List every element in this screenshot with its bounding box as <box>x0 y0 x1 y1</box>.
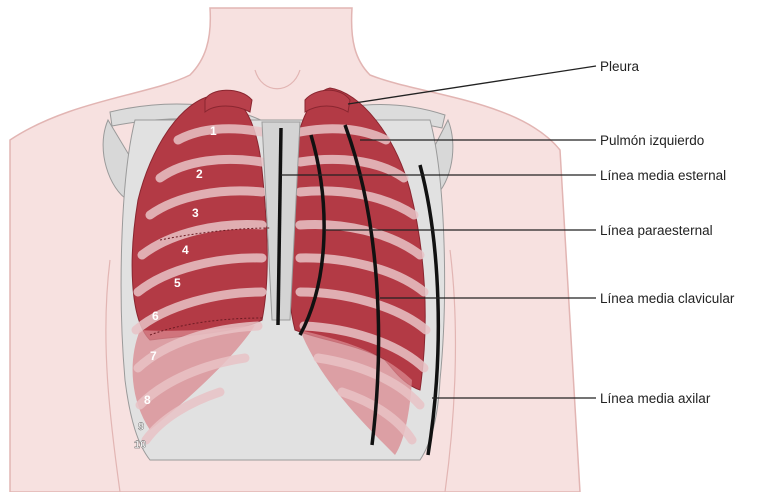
label-parasternal-line: Línea paraesternal <box>600 223 713 238</box>
right-ribs <box>131 124 267 445</box>
right-pleura-apex <box>204 89 253 114</box>
rib-number-1: 1 <box>210 124 217 138</box>
rib-number-5: 5 <box>174 276 181 290</box>
parasternal-line <box>298 134 326 336</box>
rib-number-2: 2 <box>196 167 203 181</box>
rib-number-10: 10 <box>134 439 146 451</box>
label-midaxillary-line: Línea media axilar <box>600 391 711 406</box>
right-fissure <box>149 317 263 336</box>
label-left-lung: Pulmón izquierdo <box>600 133 704 148</box>
rib-number-3: 3 <box>192 206 199 220</box>
midclavicular-line <box>343 124 381 446</box>
right-horizontal-fissure <box>159 227 271 241</box>
midsternal-line <box>276 127 283 326</box>
rib-number-6: 6 <box>152 309 159 323</box>
rib-number-7: 7 <box>150 349 157 363</box>
right-arm-contour <box>444 249 457 492</box>
rib-number-8: 8 <box>144 393 151 407</box>
rib-number-9: 9 <box>138 421 144 433</box>
left-pleura-apex <box>304 89 351 113</box>
rib-number-labels: 1 2 3 4 5 6 7 8 9 10 <box>134 124 217 451</box>
label-pleura: Pleura <box>600 59 640 74</box>
label-midclavicular-line: Línea media clavicular <box>600 291 735 306</box>
rib-number-4: 4 <box>182 243 189 257</box>
leader-lines <box>281 65 597 399</box>
left-arm-contour <box>105 259 121 492</box>
label-midsternal-line: Línea media esternal <box>600 168 726 183</box>
neck-contour <box>254 69 301 90</box>
left-ribs <box>295 124 431 445</box>
midaxillary-line <box>418 164 441 456</box>
